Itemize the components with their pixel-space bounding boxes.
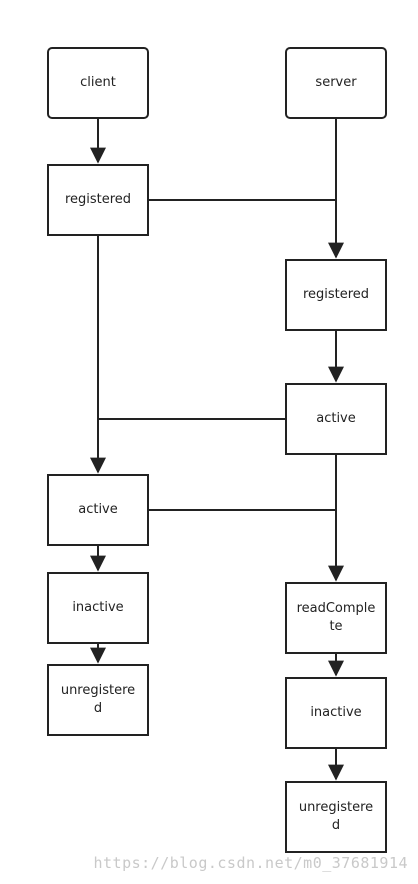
client-inactive-node: inactive <box>47 572 149 644</box>
client-node: client <box>47 47 149 119</box>
client-unregistered-node: unregistered <box>47 664 149 736</box>
server-unregistered-node: unregistered <box>285 781 387 853</box>
server-active-node: active <box>285 383 387 455</box>
server-readcomplete-node: readComplete <box>285 582 387 654</box>
server-registered-node: registered <box>285 259 387 331</box>
client-registered-node: registered <box>47 164 149 236</box>
client-active-node: active <box>47 474 149 546</box>
watermark-text: https://blog.csdn.net/m0_37681914 <box>93 854 408 872</box>
server-node: server <box>285 47 387 119</box>
server-inactive-node: inactive <box>285 677 387 749</box>
